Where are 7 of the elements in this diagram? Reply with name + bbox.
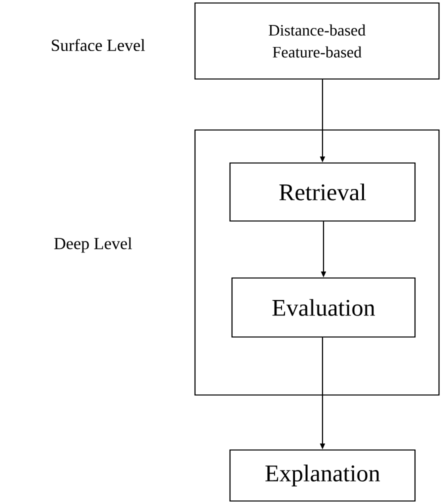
process-box: Evaluation xyxy=(231,277,416,338)
process-box: Explanation xyxy=(229,449,416,502)
process-box: Retrieval xyxy=(229,162,416,222)
container-box xyxy=(194,129,440,396)
level-label: Surface Level xyxy=(52,38,145,52)
method-box: Distance-based Feature-based xyxy=(194,2,440,80)
level-label: Deep Level xyxy=(54,237,132,253)
